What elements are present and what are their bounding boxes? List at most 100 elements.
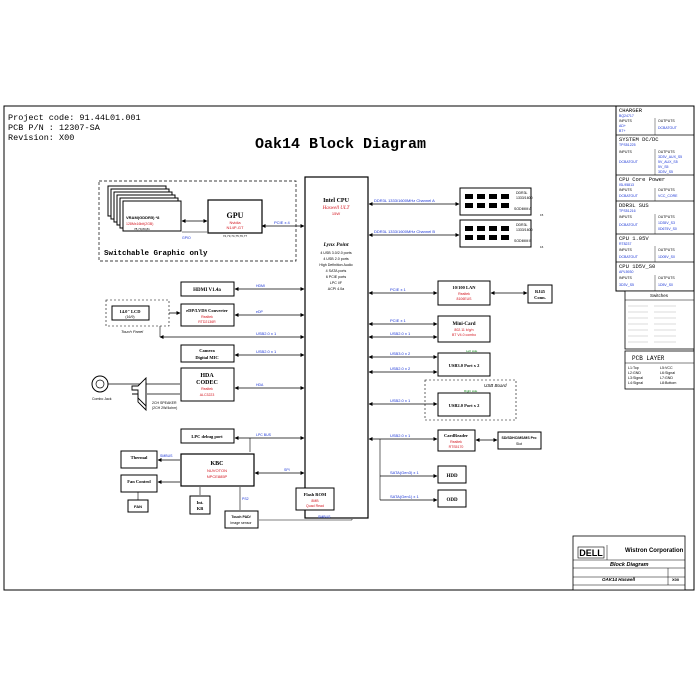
sata-hdd-label: SATA(Gen3) x 1 [390, 470, 420, 475]
charger-in: AD+ [619, 124, 626, 128]
pcb-layer-item: L2:GND [628, 371, 641, 375]
doc-rev: X00 [672, 577, 680, 582]
ddr-ic: TPS51216 [619, 209, 636, 213]
edp-link-label: eDP [256, 310, 263, 314]
sodimm-b-speed: 1333/1600 [516, 228, 533, 232]
cardreader-model: RTS5170 [449, 445, 464, 449]
kbc-box [180, 453, 255, 487]
usb-board-label: USB Board [484, 383, 507, 388]
sodimm-b-slot: SODIMM B [514, 239, 532, 243]
combo-jack-label: Combo Jack [92, 397, 112, 401]
usb2x2-link-label: USB2.0 x 2 [390, 366, 411, 371]
cpu-box [304, 176, 369, 519]
sodimm-b [459, 219, 532, 248]
vram-pages: 78,79,80,81 [134, 227, 150, 231]
lan-box [437, 280, 491, 306]
charger-out: DCBATOUT [658, 126, 678, 130]
sys-dcdc-title: SYSTEM DC/DC [619, 136, 659, 143]
cpu105-title: CPU 1.05V [619, 235, 649, 242]
switchable-label: Switchable Graphic only [104, 250, 208, 258]
sata-odd-label: SATA(Gen1) x 1 [390, 494, 420, 499]
sd-slot-label: SD/SDHC/MS/MS Pro [501, 436, 536, 440]
hdmi-box [180, 281, 235, 297]
kbc-title: KBC [210, 461, 223, 467]
cpu15-in: 3D3V_S5 [619, 283, 634, 287]
codec-vendor: Realtek [201, 387, 213, 391]
doc-title: Block Diagram [610, 562, 649, 568]
int-kb-label2: KB [197, 506, 204, 511]
sys-output-item: 5V_AUX_S5 [658, 160, 678, 164]
fan-control-box [120, 474, 158, 493]
touchpad-box [224, 510, 259, 529]
ddr-outputs-hdr: OUTPUTS [658, 215, 675, 219]
cardreader-box [437, 429, 476, 452]
switches-title: Switches [650, 293, 669, 298]
combo-jack-inner-icon [95, 379, 105, 389]
sys-output-item: 3D3V_S5 [658, 170, 673, 174]
lcd-ratio: (16/9) [125, 315, 134, 319]
pch-feature-item: 6 PCIE ports [326, 275, 347, 279]
pcb-layer-list: L1:TopL2:GNDL3:SignalL4:SignalL5:VCCL6:S… [628, 366, 676, 385]
flash-rom-box [295, 487, 335, 511]
pcb-layer-item: L3:Signal [628, 376, 643, 380]
cpu-core-inputs-hdr: INPUTS [619, 188, 633, 192]
hdd-label: HDD [446, 474, 458, 479]
flash-rom-label: Flash ROM [304, 492, 327, 497]
edp-converter-box [180, 303, 235, 327]
cpu15-title: CPU 1D5V_S0 [619, 263, 655, 270]
page-title: Oak14 Block Diagram [255, 136, 426, 153]
lcd-box [111, 305, 150, 321]
vram-label: VRAM(GDDR5) *8 [126, 215, 160, 220]
ddr-inputs-hdr: INPUTS [619, 215, 633, 219]
sys-output-item: 3D3V_AUX_S5 [658, 155, 682, 159]
cpu105-inputs-hdr: INPUTS [619, 248, 633, 252]
usb3-port-label: USB3.0 Port x 2 [449, 363, 480, 368]
sys-outputs-hdr: OUTPUTS [658, 150, 675, 154]
hdd-box [437, 465, 467, 484]
pch-feature-item: 4 USB 3.0/2.0 ports [320, 251, 352, 255]
vram-stack [107, 185, 182, 232]
usb2-port-label: USB2.0 Port x 2 [449, 403, 480, 408]
pcb-layer-item: L6:Signal [660, 371, 675, 375]
cardreader-title: CardReader [444, 433, 468, 438]
gpu-pages: 72,73,74,75,76,77 [223, 234, 248, 238]
flash-size: 8MB [311, 499, 319, 503]
minicard-box [437, 315, 491, 343]
pcb-layer-item: L1:Top [628, 366, 639, 370]
gpu-title: GPU [227, 211, 244, 220]
rj45-label2: Conn. [534, 295, 546, 300]
ddr-b-label: DDR3L 1333/1600MHz Channel B [374, 229, 435, 234]
sodimm-a-page: 15 [540, 213, 544, 217]
cpu-core-title: CPU Core Power [619, 176, 665, 183]
fan-label: FAN [134, 504, 142, 509]
minicard-spec: 802.11 b/g/n [454, 328, 473, 332]
lpc-debug-label: LPC debug port [191, 434, 223, 439]
cpu-model: Haswell ULT [322, 206, 351, 211]
hda-link-label: HDA [256, 383, 264, 387]
pch-feature-item: ACPI 4.0a [328, 287, 344, 291]
minicard-title: Mini-Card [452, 322, 475, 327]
codec-title: CODEC [196, 380, 218, 386]
charger-ic: BQ24717 [619, 114, 634, 118]
switches-table [624, 290, 695, 350]
pcb-pn: PCB P/N : 12307-SA [8, 123, 101, 133]
camera-label: Camera [199, 348, 215, 353]
int-kb-box [189, 495, 211, 515]
camera-usb-label: USB2.0 x 1 [256, 349, 277, 354]
vram-size: 128Mx16bit(2GB) [126, 222, 153, 226]
cardreader-vendor: Realtek [450, 440, 462, 444]
charger-outputs-hdr: OUTPUTS [658, 119, 675, 123]
fan-control-label: Fan Control [127, 479, 151, 484]
pcb-layer-table [624, 350, 695, 390]
cpu105-in: DCBATOUT [619, 255, 639, 259]
rj45-box [527, 284, 553, 304]
speaker-label: 2CH SPEAKER [152, 401, 177, 405]
kbc-vendor: NUVOTON [207, 468, 227, 473]
pcb-layer-item: L5:VCC [660, 366, 673, 370]
sys-ic: TPS51225 [619, 143, 636, 147]
thermal-label: Thermal [131, 455, 148, 460]
switches-rows [628, 305, 676, 343]
usb3-link-label: USB3.0 x 2 [390, 351, 411, 356]
project-code: Project code: 91.44L01.001 [8, 113, 141, 123]
